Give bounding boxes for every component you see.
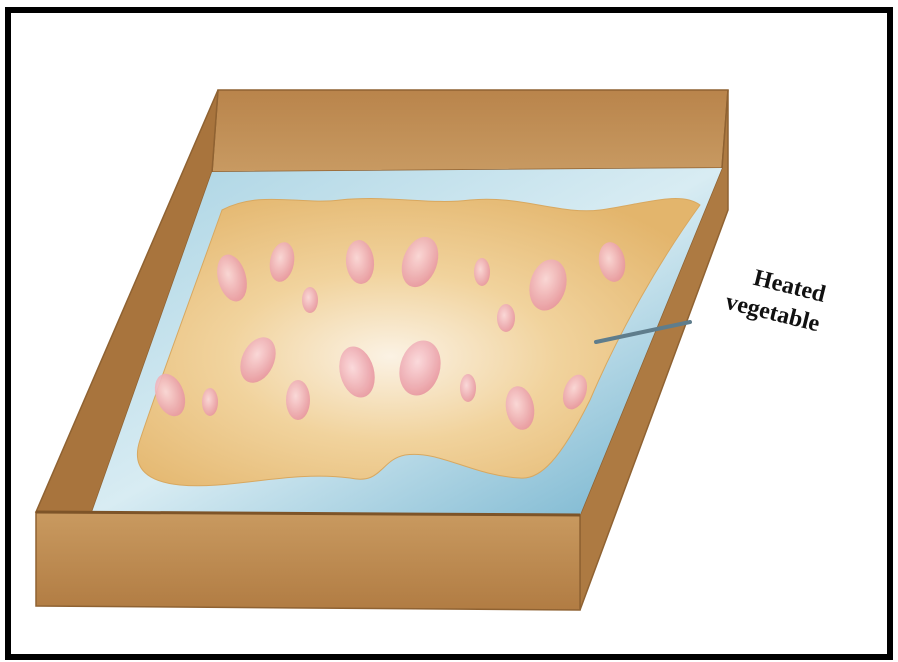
vegetable-piece — [302, 287, 318, 313]
vegetable-piece — [286, 380, 310, 420]
vegetable-piece — [460, 374, 476, 402]
vegetable-piece — [497, 304, 515, 332]
tray-front-wall — [36, 512, 580, 610]
vegetable-piece — [202, 388, 218, 416]
tray-back-wall — [212, 90, 728, 172]
vegetable-piece — [474, 258, 490, 286]
